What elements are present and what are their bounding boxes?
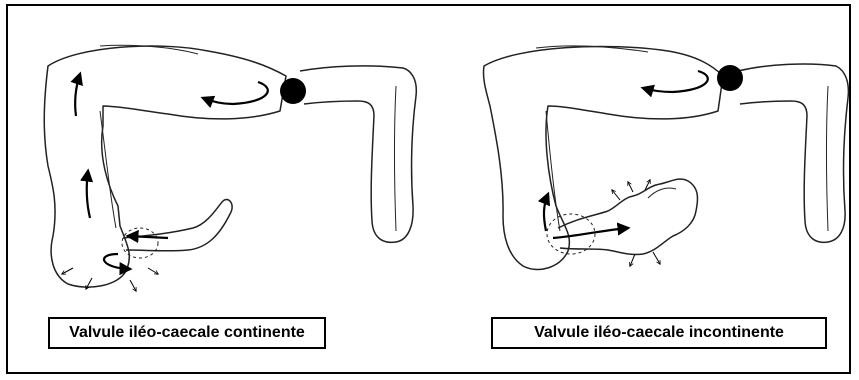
caption-incontinent: Valvule iléo-caecale incontinente [491, 317, 827, 349]
flow-arrows-right [544, 71, 708, 238]
figure-frame: Valvule iléo-caecale continente Valvule … [6, 4, 851, 374]
caption-incontinent-text: Valvule iléo-caecale incontinente [534, 324, 784, 342]
colon-incontinent [483, 46, 848, 270]
sphincter-dot-left [280, 78, 306, 104]
sphincter-dot-right [717, 65, 743, 91]
pressure-arrows-left [62, 268, 158, 291]
pressure-arrows-right [612, 180, 660, 266]
caption-continent-text: Valvule iléo-caecale continente [69, 324, 305, 342]
flow-arrows-left [75, 74, 268, 269]
caption-continent: Valvule iléo-caecale continente [48, 317, 326, 349]
colon-continent [44, 45, 416, 287]
